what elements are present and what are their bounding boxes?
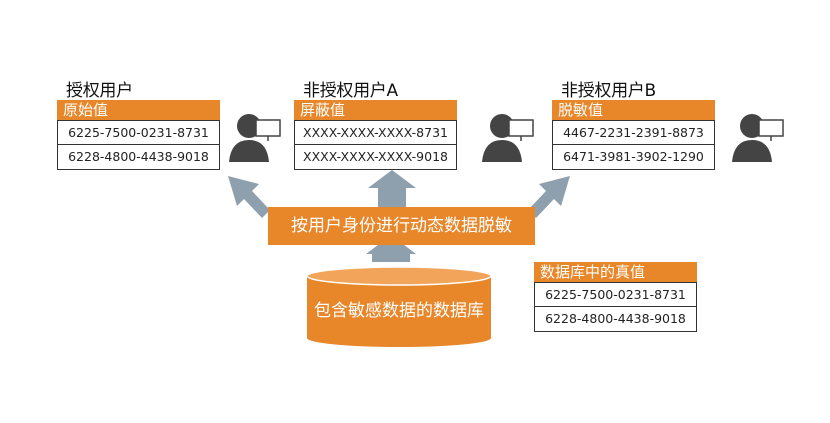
user-icon (482, 114, 534, 162)
table-desensitized-values: 脱敏值 4467-2231-2391-8873 6471-3981-3902-1… (552, 100, 715, 170)
table-row: 6228-4800-4438-9018 (57, 145, 220, 170)
table-header: 数据库中的真值 (534, 262, 697, 282)
arrow-to-unauthorized-b (528, 176, 570, 218)
process-banner: 按用户身份进行动态数据脱敏 (268, 207, 535, 245)
table-row: XXXX-XXXX-XXXX-8731 (294, 120, 457, 145)
table-real-values: 数据库中的真值 6225-7500-0231-8731 6228-4800-44… (534, 262, 697, 332)
table-header: 脱敏值 (552, 100, 715, 120)
table-original-values: 原始值 6225-7500-0231-8731 6228-4800-4438-9… (57, 100, 220, 170)
table-row: 6228-4800-4438-9018 (534, 307, 697, 332)
arrow-db-to-process (366, 235, 416, 262)
table-header: 屏蔽值 (294, 100, 457, 120)
table-header: 原始值 (57, 100, 220, 120)
group-title-unauthorized-a: 非授权用户A (303, 81, 398, 101)
group-title-unauthorized-b: 非授权用户B (561, 81, 656, 101)
table-row: 6471-3981-3902-1290 (552, 145, 715, 170)
user-icon (229, 114, 281, 162)
table-row: 4467-2231-2391-8873 (552, 120, 715, 145)
arrow-to-masked (368, 170, 416, 207)
group-title-authorized: 授权用户 (66, 81, 133, 101)
table-row: XXXX-XXXX-XXXX-9018 (294, 145, 457, 170)
database-icon (306, 266, 492, 347)
arrow-to-authorized (228, 176, 270, 218)
table-row: 6225-7500-0231-8731 (57, 120, 220, 145)
user-icon (732, 114, 784, 162)
database-label: 包含敏感数据的数据库 (314, 301, 484, 321)
table-row: 6225-7500-0231-8731 (534, 282, 697, 307)
table-masked-values: 屏蔽值 XXXX-XXXX-XXXX-8731 XXXX-XXXX-XXXX-9… (294, 100, 457, 170)
